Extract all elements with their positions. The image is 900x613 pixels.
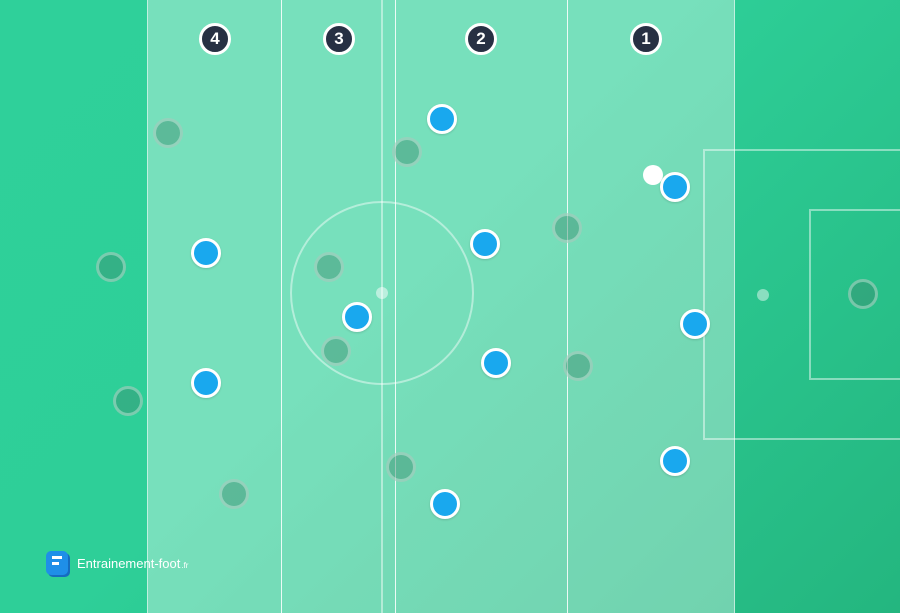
logo-icon bbox=[46, 551, 68, 575]
zone-2: 2 bbox=[395, 0, 568, 613]
opponent-marker bbox=[113, 386, 143, 416]
player-marker bbox=[191, 368, 221, 398]
player-marker bbox=[660, 172, 690, 202]
player-marker bbox=[430, 489, 460, 519]
zone-3-badge: 3 bbox=[323, 23, 355, 55]
ball bbox=[643, 165, 663, 185]
goal-area bbox=[809, 209, 900, 380]
brand-logo: Entrainement-foot .fr bbox=[46, 551, 188, 575]
zone-4-badge: 4 bbox=[199, 23, 231, 55]
player-marker bbox=[481, 348, 511, 378]
opponent-marker bbox=[96, 252, 126, 282]
opponent-marker bbox=[219, 479, 249, 509]
zone-2-badge: 2 bbox=[465, 23, 497, 55]
opponent-marker bbox=[321, 336, 351, 366]
zone-1-badge: 1 bbox=[630, 23, 662, 55]
opponent-goalkeeper-marker bbox=[848, 279, 878, 309]
logo-text: Entrainement-foot bbox=[77, 555, 181, 571]
opponent-marker bbox=[392, 137, 422, 167]
penalty-spot bbox=[757, 289, 769, 301]
center-circle bbox=[290, 201, 474, 385]
player-marker bbox=[470, 229, 500, 259]
player-marker bbox=[191, 238, 221, 268]
zone-4: 4 bbox=[147, 0, 282, 613]
opponent-marker bbox=[552, 213, 582, 243]
penalty-area bbox=[703, 149, 900, 440]
player-marker bbox=[427, 104, 457, 134]
player-marker bbox=[660, 446, 690, 476]
opponent-marker bbox=[153, 118, 183, 148]
opponent-marker bbox=[386, 452, 416, 482]
zone-3: 3 bbox=[281, 0, 396, 613]
logo-tld: .fr bbox=[181, 560, 189, 570]
opponent-marker bbox=[563, 351, 593, 381]
center-spot bbox=[376, 287, 388, 299]
player-marker bbox=[342, 302, 372, 332]
opponent-marker bbox=[314, 252, 344, 282]
player-marker bbox=[680, 309, 710, 339]
zone-1: 1 bbox=[567, 0, 735, 613]
